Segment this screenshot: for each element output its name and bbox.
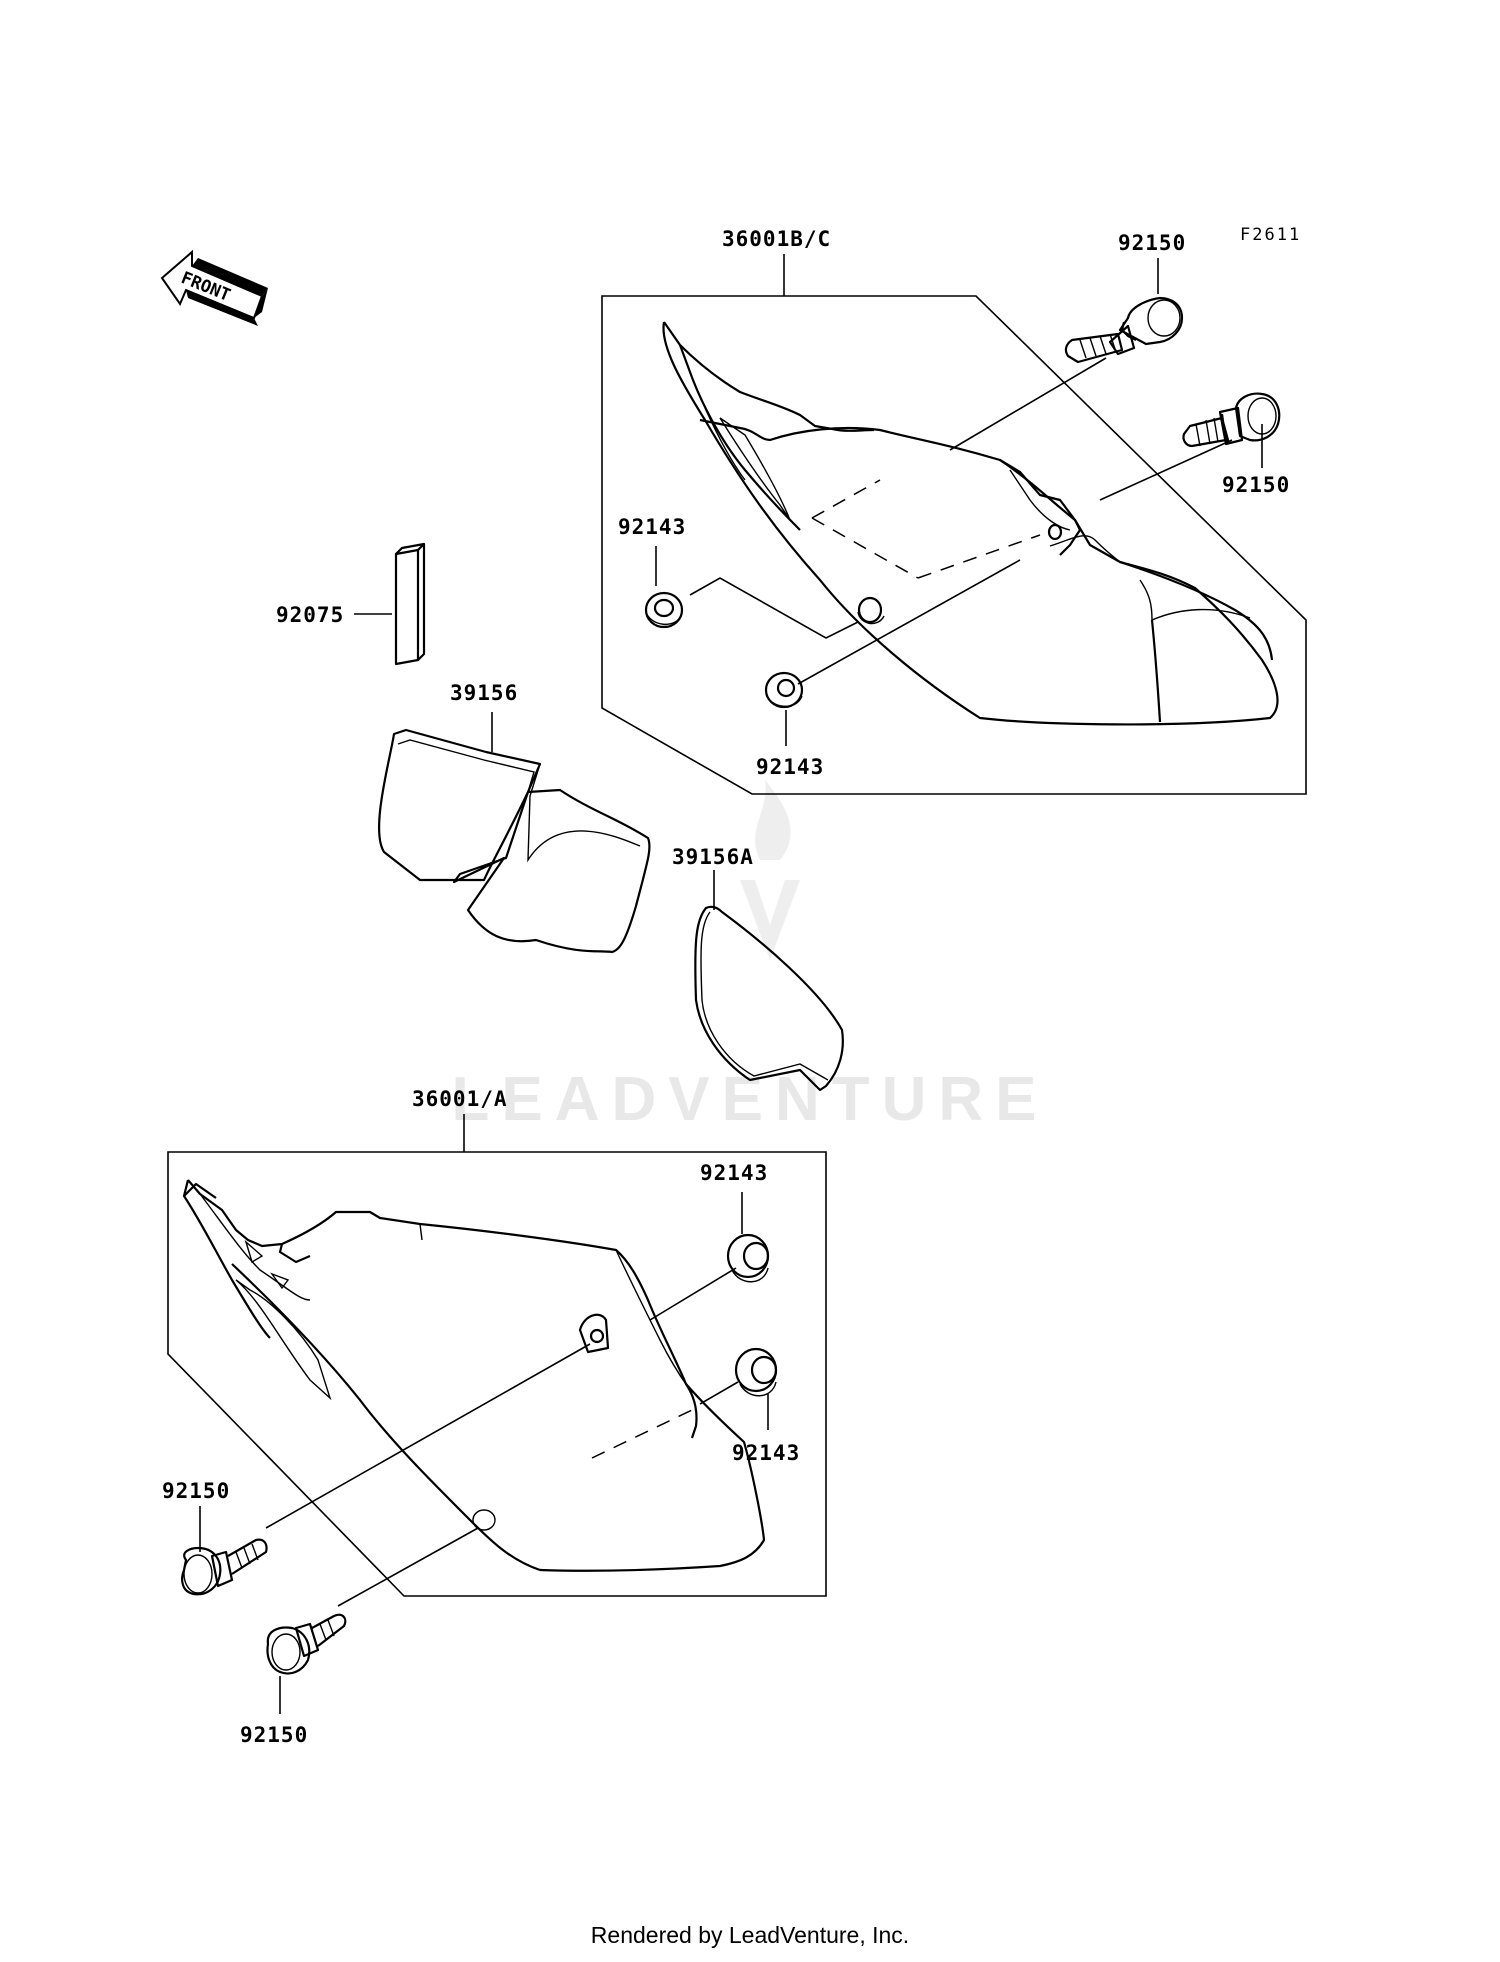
callout-39156: 39156 (450, 681, 518, 705)
callout-92143-upper-bottom: 92143 (756, 755, 824, 779)
upper-group-frame (601, 295, 1307, 795)
front-arrow-icon: FRONT (160, 249, 268, 326)
footer-credit: Rendered by LeadVenture, Inc. (590, 1922, 910, 1948)
callout-92150-lower-bottom: 92150 (240, 1723, 308, 1747)
callout-92150-upper-right: 92150 (1222, 473, 1290, 497)
upper-bolt-top: 92150 (1064, 231, 1186, 364)
lower-side-cover (182, 1179, 766, 1572)
watermark-text: LEADVENTURE (451, 1065, 1048, 1134)
callout-92150-lower-top: 92150 (162, 1479, 230, 1503)
lower-group-frame (167, 1151, 827, 1597)
lower-bolt-top: 92150 (162, 1479, 268, 1596)
callout-92075: 92075 (276, 603, 344, 627)
callout-36001b-c: 36001B/C (722, 227, 831, 251)
lower-side-cover-group: 36001/A 92143 (162, 1087, 827, 1747)
lower-grommet-top: 92143 (700, 1161, 770, 1283)
figure-code: F2611 (1240, 225, 1301, 245)
callout-36001-a: 36001/A (412, 1087, 508, 1111)
decal-39156: 39156 (377, 681, 651, 954)
upper-side-cover-group: 36001B/C 92150 (601, 227, 1307, 795)
callout-39156a: 39156A (672, 845, 754, 869)
upper-side-cover (662, 321, 1279, 726)
callout-92150-upper-top: 92150 (1118, 231, 1186, 255)
decal-39156a: 39156A (672, 845, 844, 1092)
upper-grommet-bottom: 92143 (756, 671, 824, 779)
leadventure-watermark: LEADVENTURE (451, 780, 1048, 1134)
lower-bolt-bottom: 92150 (240, 1613, 347, 1747)
callout-92143-upper-left: 92143 (618, 515, 686, 539)
callout-92143-lower-top: 92143 (700, 1161, 768, 1185)
lower-grommet-bottom: 92143 (732, 1347, 800, 1465)
callout-92143-lower-bottom: 92143 (732, 1441, 800, 1465)
upper-grommet-left: 92143 (618, 515, 686, 629)
upper-bolt-right: 92150 (1182, 392, 1290, 497)
strip-92075: 92075 (276, 542, 426, 666)
